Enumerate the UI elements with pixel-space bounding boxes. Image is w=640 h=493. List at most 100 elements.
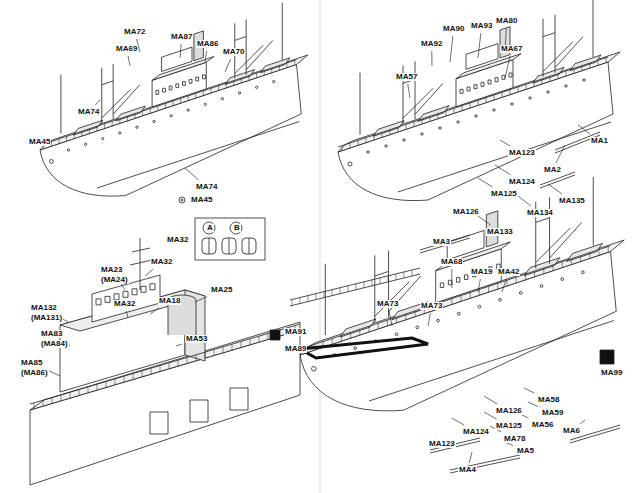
window	[183, 82, 186, 86]
porthole	[478, 305, 481, 308]
rail-post	[97, 126, 98, 131]
leader-line	[556, 145, 565, 163]
callout-number: MA32	[113, 300, 136, 308]
page-fold	[320, 0, 321, 493]
rail-post	[486, 98, 487, 103]
boom	[536, 228, 571, 263]
rail-post	[525, 274, 526, 280]
rail-post	[226, 83, 227, 88]
window	[105, 296, 110, 302]
rail-post	[558, 74, 559, 79]
rail-post	[462, 106, 463, 111]
callout-number: MA57	[395, 73, 418, 81]
rail	[40, 60, 297, 146]
rail-post	[169, 363, 170, 369]
callout-number: (MA84)	[40, 340, 69, 348]
boom	[102, 90, 131, 119]
rail-post	[332, 290, 333, 296]
callout-number: MA86	[196, 40, 219, 48]
leader-line	[484, 396, 497, 404]
rail-post	[502, 92, 503, 97]
leader-line	[502, 279, 506, 292]
rail-post	[562, 262, 563, 268]
callout-number: MA123	[508, 149, 536, 157]
window	[96, 299, 101, 305]
rail-post	[430, 116, 431, 121]
rail-post	[196, 355, 197, 361]
porthole	[511, 103, 513, 105]
callout-number: MA123	[428, 440, 456, 448]
rail-post	[414, 122, 415, 127]
rail-post	[542, 79, 543, 84]
rail-post	[223, 347, 224, 353]
rail-post	[79, 389, 80, 395]
leader-line	[126, 311, 128, 318]
rail-post	[259, 336, 260, 342]
rail-post	[380, 278, 381, 284]
callout-number: MA67	[500, 45, 523, 53]
bridge-closeup	[30, 238, 300, 485]
window	[163, 88, 166, 92]
callout-number: MA125	[490, 190, 518, 198]
callout-number: MA70	[222, 48, 245, 56]
rail-post	[510, 90, 511, 95]
rail-post	[553, 265, 554, 271]
boom	[543, 42, 573, 72]
porthole	[170, 115, 172, 117]
rail-post	[52, 397, 53, 403]
callout-number: MA69	[115, 45, 138, 53]
leader-line	[505, 56, 510, 78]
rail-post	[127, 116, 128, 121]
porthole	[385, 145, 387, 147]
rail-post	[332, 339, 333, 345]
window	[456, 278, 459, 283]
callout-number: MA132	[30, 304, 58, 312]
leader-line	[428, 313, 430, 326]
rail-post	[478, 100, 479, 105]
rail-post	[598, 60, 599, 65]
wheelhouse	[162, 47, 192, 71]
inset-box	[195, 218, 265, 260]
anchor	[312, 367, 317, 372]
callout-number: MA91	[284, 328, 307, 336]
ship-full-view	[300, 177, 624, 411]
rail-post	[534, 271, 535, 277]
callout-number: MA74	[195, 183, 218, 191]
leader-line	[145, 269, 153, 276]
rail-post	[59, 139, 60, 144]
rail-post	[388, 276, 389, 282]
loose-rail	[450, 458, 520, 473]
rail-post	[218, 86, 219, 91]
porthole	[395, 333, 398, 336]
window	[509, 73, 512, 77]
callout-number: MA3	[432, 238, 451, 246]
callout-number: MA135	[558, 197, 586, 205]
callout-number: MA5	[516, 447, 535, 455]
window	[176, 84, 179, 88]
window	[440, 283, 443, 288]
leader-line	[578, 125, 590, 134]
callout-number: MA93	[470, 22, 493, 30]
leader-line	[548, 184, 562, 194]
porthole	[204, 103, 206, 105]
window	[141, 286, 146, 292]
rail-post	[341, 335, 342, 341]
porthole	[457, 121, 459, 123]
rail-post	[580, 256, 581, 262]
rail-post	[287, 63, 288, 68]
rail-post	[187, 357, 188, 363]
callout-number: MA42	[497, 268, 520, 276]
kingpost	[549, 197, 550, 264]
rail-post	[348, 286, 349, 292]
rail-post	[387, 320, 388, 326]
callout-number: MA99	[600, 369, 623, 377]
boom	[113, 85, 140, 114]
rail-post	[534, 82, 535, 87]
ladder-part	[249, 238, 250, 254]
ship-full-view	[338, 0, 620, 201]
callout-number: MA68	[440, 258, 463, 266]
crossbar	[130, 260, 152, 265]
leader-line	[205, 51, 207, 62]
crossbar	[375, 271, 389, 276]
